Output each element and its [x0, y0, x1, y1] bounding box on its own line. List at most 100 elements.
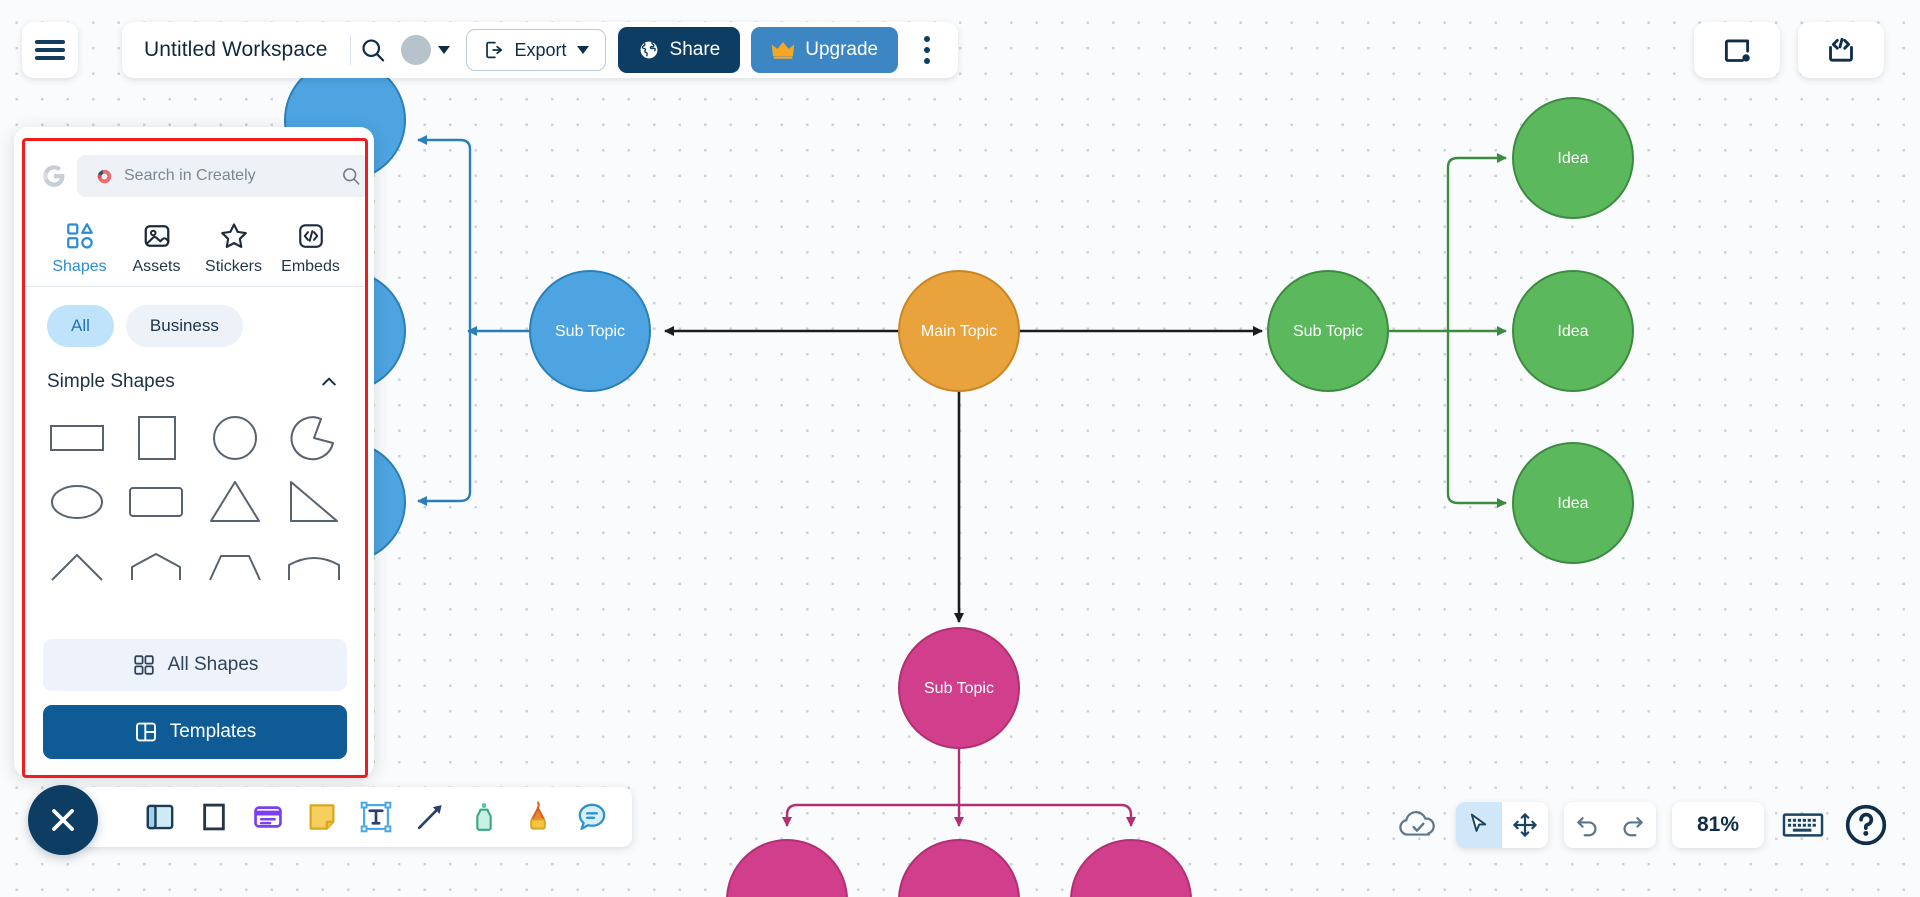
tool-frame[interactable] [136, 793, 184, 841]
tool-card[interactable] [244, 793, 292, 841]
shape-rectangle-wide[interactable] [37, 407, 116, 469]
search-input[interactable] [124, 167, 331, 185]
workspace-title[interactable]: Untitled Workspace [144, 38, 328, 61]
simple-shapes-section-header[interactable]: Simple Shapes [25, 351, 365, 397]
bottom-tool-toolbar [80, 787, 632, 847]
node-label: Sub Topic [1293, 323, 1363, 340]
kebab-menu-icon [924, 36, 931, 42]
tab-shapes[interactable]: Shapes [41, 215, 118, 286]
undo-redo-group [1564, 802, 1656, 848]
sync-status-button[interactable] [1396, 807, 1440, 843]
zoom-level-button[interactable]: 81% [1672, 802, 1764, 848]
node-blue-sub-topic[interactable]: Sub Topic [529, 270, 651, 392]
shape-pentagon-top[interactable] [116, 535, 195, 597]
shapes-icon [66, 223, 93, 249]
code-embed-icon [298, 224, 323, 248]
more-options-button[interactable] [906, 29, 948, 71]
upgrade-button[interactable]: Upgrade [751, 27, 899, 73]
shape-chevron-up[interactable] [37, 535, 116, 597]
hamburger-icon [35, 40, 65, 60]
edge-blue-branch [417, 135, 530, 506]
search-icon[interactable] [340, 165, 362, 187]
tool-rectangle[interactable] [190, 793, 238, 841]
avatar [400, 35, 431, 65]
node-green-idea-1[interactable]: Idea [1512, 97, 1634, 219]
rectangle-icon [203, 803, 225, 831]
panel-category-tabs: Shapes Assets Stickers [25, 209, 365, 286]
shape-rounded-rectangle[interactable] [116, 471, 195, 533]
templates-button[interactable]: Templates [43, 705, 347, 759]
redo-button[interactable] [1610, 802, 1656, 848]
tool-comment[interactable] [568, 793, 616, 841]
chevron-down-icon [437, 46, 450, 54]
search-field-wrapper[interactable] [77, 155, 365, 197]
pen-icon [476, 803, 492, 831]
undo-button[interactable] [1564, 802, 1610, 848]
node-main-topic[interactable]: Main Topic [898, 270, 1020, 392]
sticky-note-icon [309, 804, 335, 830]
shape-triangle[interactable] [195, 471, 274, 533]
tool-pen[interactable] [460, 793, 508, 841]
tool-highlighter[interactable] [514, 793, 562, 841]
help-button[interactable] [1842, 801, 1890, 849]
shape-square[interactable] [116, 407, 195, 469]
node-pink-child-2[interactable] [898, 839, 1020, 897]
tab-label: Stickers [205, 258, 262, 275]
note-panel-button[interactable] [1694, 22, 1780, 78]
main-menu-button[interactable] [22, 22, 78, 78]
search-button[interactable] [351, 28, 395, 72]
all-shapes-button[interactable]: All Shapes [43, 639, 347, 691]
filter-chip-business[interactable]: Business [125, 305, 243, 347]
shape-circle[interactable] [195, 407, 274, 469]
cursor-select-icon [1470, 813, 1487, 832]
chevron-up-icon[interactable] [319, 372, 339, 392]
frame-icon [146, 804, 174, 830]
node-label: Sub Topic [555, 323, 625, 340]
tab-stickers[interactable]: Stickers [195, 215, 272, 286]
code-embed-button[interactable] [1798, 22, 1884, 78]
tool-connector[interactable] [406, 793, 454, 841]
tab-label: Shapes [52, 258, 107, 275]
shape-curved-top[interactable] [274, 535, 353, 597]
edge-pink-branch [782, 748, 1136, 827]
grid-icon [133, 655, 154, 675]
shape-trapezoid[interactable] [195, 535, 274, 597]
text-icon [360, 801, 392, 833]
node-green-idea-2[interactable]: Idea [1512, 270, 1634, 392]
close-panel-button[interactable] [28, 785, 98, 855]
tab-embeds[interactable]: Embeds [272, 215, 349, 286]
node-green-idea-3[interactable]: Idea [1512, 442, 1634, 564]
export-button[interactable]: Export [465, 29, 606, 71]
tool-sticky-note[interactable] [298, 793, 346, 841]
shape-ellipse[interactable] [37, 471, 116, 533]
pan-tool-button[interactable] [1502, 802, 1548, 848]
keyboard-shortcuts-button[interactable] [1780, 805, 1826, 845]
node-pink-child-3[interactable] [1070, 839, 1192, 897]
star-icon [220, 223, 247, 248]
filter-chip-all[interactable]: All [47, 305, 114, 347]
share-button[interactable]: Share [617, 27, 741, 73]
panel-search-row [25, 141, 365, 209]
code-embed-icon [1829, 37, 1853, 62]
shape-right-triangle[interactable] [274, 471, 353, 533]
tab-assets[interactable]: Assets [118, 215, 195, 286]
shape-arc[interactable] [274, 407, 353, 469]
select-tool-button[interactable] [1456, 802, 1502, 848]
template-icon [135, 722, 156, 742]
node-pink-sub-topic[interactable]: Sub Topic [898, 627, 1020, 749]
tab-label: Assets [132, 258, 181, 275]
user-avatar-menu[interactable] [395, 35, 458, 65]
tool-text[interactable] [352, 793, 400, 841]
export-label: Export [514, 39, 567, 60]
node-label: Main Topic [921, 323, 997, 340]
highlighter-icon [530, 801, 546, 830]
node-green-sub-topic[interactable]: Sub Topic [1267, 270, 1389, 392]
node-label: Idea [1557, 150, 1588, 167]
upgrade-label: Upgrade [805, 39, 879, 60]
cloud-saved-icon [1399, 811, 1435, 836]
chevron-down-icon [576, 46, 589, 54]
creately-logo-icon [97, 169, 112, 183]
node-pink-child-1[interactable] [726, 839, 848, 897]
image-icon [144, 225, 170, 247]
